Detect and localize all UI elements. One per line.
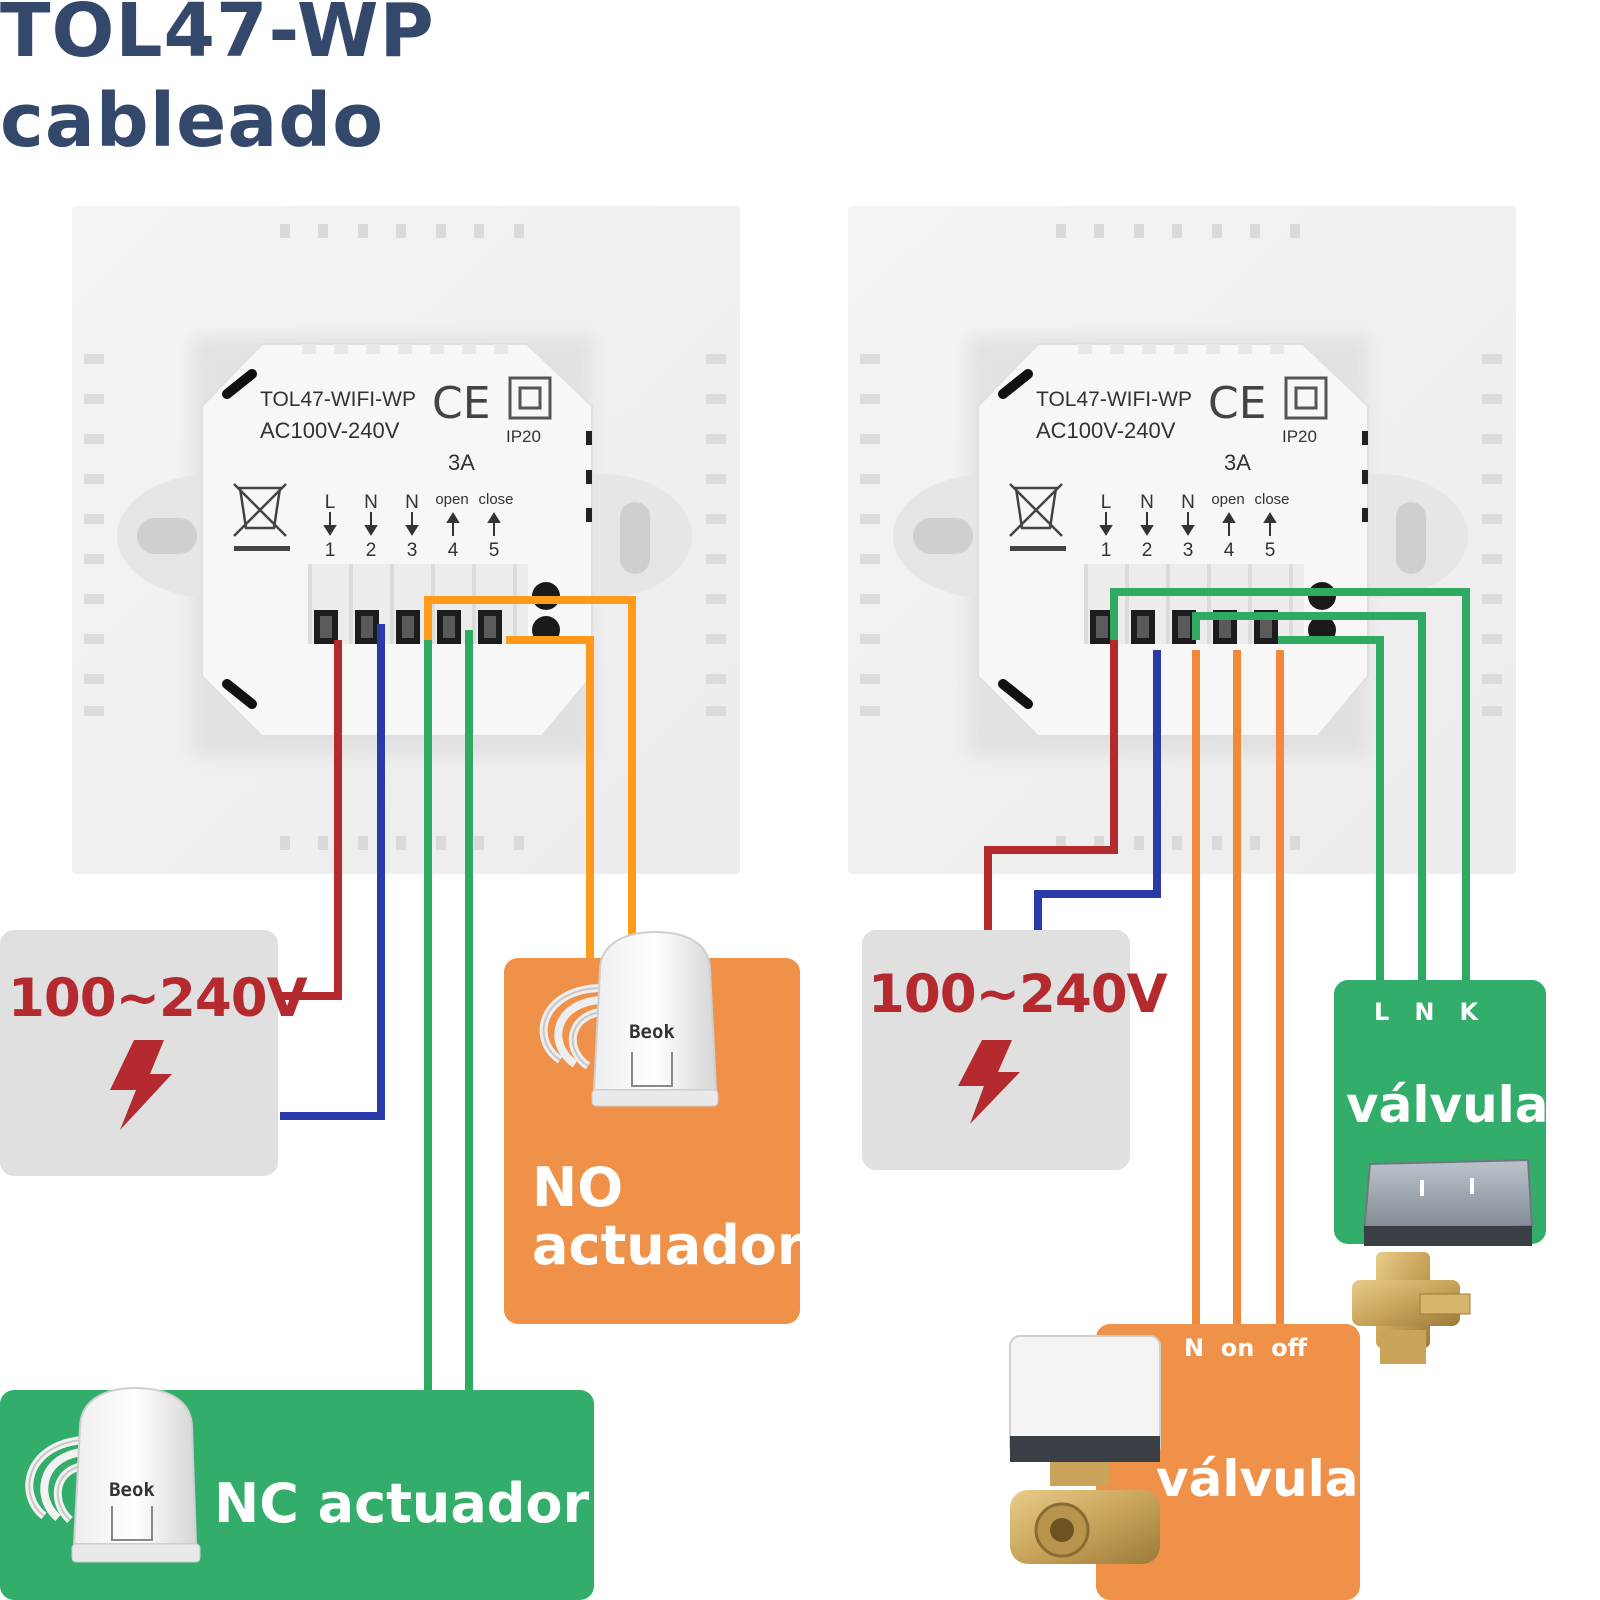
wire-no-orange-2 [506,636,594,958]
voltage-label: AC100V-240V [260,418,400,443]
model-label-right: TOL47-WIFI-WP [1036,388,1192,411]
terminal-3-label: N [405,492,419,513]
wire-neutral-blue [280,624,385,1120]
wire-no-orange-1 [424,596,636,940]
terminal-2-label-right: N [1140,492,1154,513]
valve-image-orange [1009,1335,1161,1564]
lightning-icon-right [958,1040,1020,1124]
terminal-3-number-right: 3 [1183,540,1194,561]
valve-image-green [1352,1158,1534,1364]
thermostat-right: TOL47-WIFI-WP CE AC100V-240V IP20 3A L N… [848,206,1516,874]
terminal-4-number-right: 4 [1224,540,1235,561]
valve-box-orange: N on off válvula [1096,1324,1360,1600]
nc-actuator-label: NC actuador [214,1472,590,1535]
no-label: NO [532,1156,623,1219]
terminal-1-number-right: 1 [1101,540,1112,561]
wire-neutral-blue-right [1034,650,1161,930]
power-voltage-label-right: 100~240V [868,964,1168,1025]
wire-valve-green-n [1192,612,1426,984]
terminal-4-number: 4 [448,540,459,561]
no-actuator-label: actuador [532,1214,804,1277]
terminal-2-number: 2 [366,540,377,561]
valve-orange-label: válvula [1156,1450,1359,1508]
terminal-1-label: L [325,492,336,513]
model-label: TOL47-WIFI-WP [260,388,416,411]
wires-right [984,588,1470,1326]
power-box-left: 100~240V [0,930,309,1176]
wire-valve-green-k [1278,636,1384,984]
terminal-3-label-right: N [1181,492,1195,513]
valve-orange-terminals: N on off [1184,1334,1308,1362]
power-voltage-label: 100~240V [8,968,308,1029]
valve-green-terminals: L N K [1374,998,1480,1026]
actuator-brand-no: Beok [629,1021,675,1043]
terminal-4-label-right: open [1211,491,1244,508]
power-box-right: 100~240V [862,930,1169,1170]
rating-label-right: IP20 [1282,427,1317,446]
actuator-image-no: Beok [539,930,719,1107]
terminal-5-number-right: 5 [1265,540,1276,561]
terminal-5-label: close [478,491,513,508]
thermostat-left: TOL47-WIFI-WP CE AC100V-240V IP20 3A L N… [72,206,740,874]
page-title-line-1: TOL47-WP [0,0,435,74]
lightning-icon [110,1040,172,1130]
valve-green-label: válvula [1346,1076,1549,1134]
terminal-2-label: N [364,492,378,513]
current-label: 3A [448,450,475,475]
terminal-4-label: open [435,491,468,508]
terminal-1-label-right: L [1101,492,1112,513]
ce-mark: CE [432,378,491,429]
actuator-image-nc: Beok [25,1386,201,1563]
wire-live-red [280,640,342,1000]
wire-valve-green-l [1110,588,1470,984]
current-label-right: 3A [1224,450,1251,475]
terminal-5-number: 5 [489,540,500,561]
voltage-label-right: AC100V-240V [1036,418,1176,443]
terminal-5-label-right: close [1254,491,1289,508]
terminal-2-number-right: 2 [1142,540,1153,561]
terminal-1-number: 1 [325,540,336,561]
wire-live-red-right [984,640,1118,930]
actuator-brand-nc: Beok [109,1479,155,1501]
terminal-3-number: 3 [407,540,418,561]
page-title-line-2: cableado [0,78,385,164]
ce-mark-right: CE [1208,378,1267,429]
rating-label: IP20 [506,427,541,446]
wires-left [280,596,636,1390]
